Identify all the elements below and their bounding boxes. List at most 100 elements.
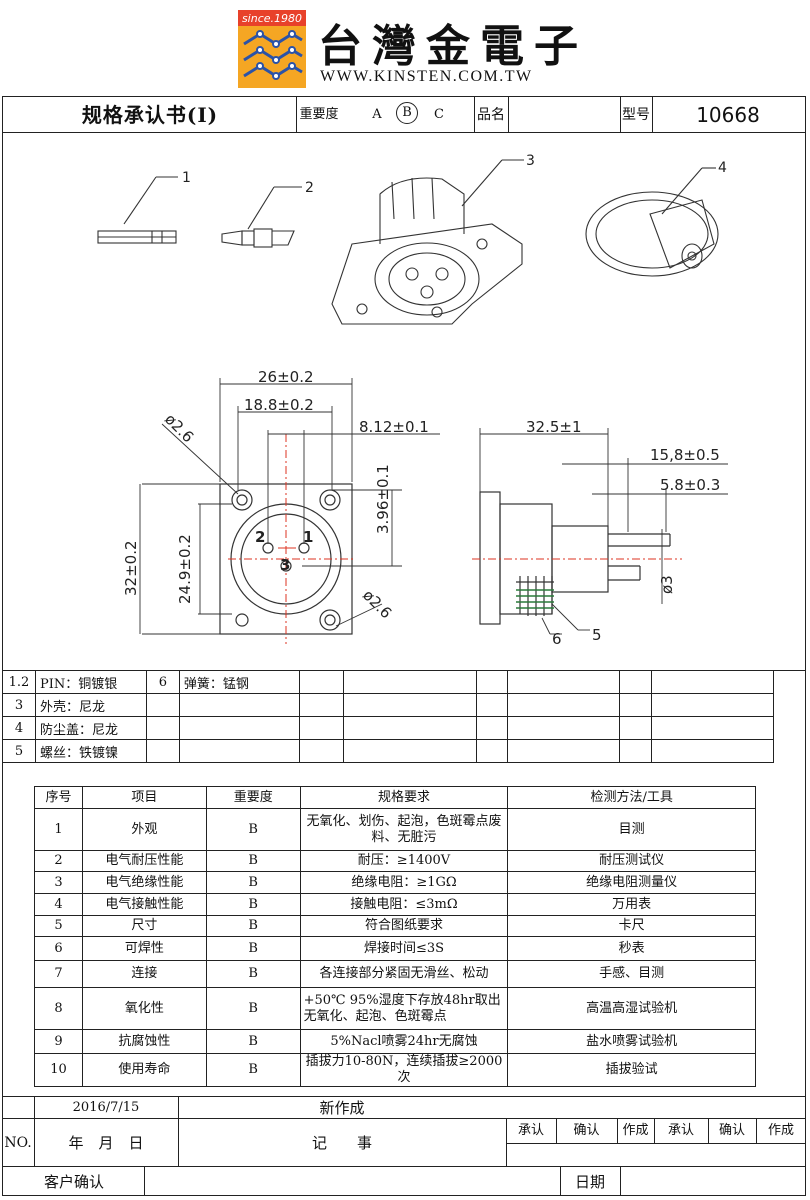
row-requirement: 焊接时间≤3S bbox=[299, 936, 509, 961]
material-text bbox=[178, 716, 300, 740]
row-method: 万用表 bbox=[507, 893, 756, 916]
material-text: 弹簧：锰钢 bbox=[178, 670, 300, 694]
model-value: 10668 bbox=[696, 102, 760, 127]
dim-32-5: 32.5±1 bbox=[526, 418, 582, 436]
row-requirement: 接触电阻：≤3mΩ bbox=[299, 893, 509, 916]
material-no: 5 bbox=[2, 739, 36, 763]
materials-table: 1.2 PIN：铜镀银 6 弹簧：锰钢 3 外壳：尼龙 4 防尘盖：尼龙 5 螺… bbox=[2, 670, 774, 763]
material-no: 4 bbox=[2, 716, 36, 740]
row-grade: B bbox=[205, 1053, 301, 1087]
part-4-dust-cap bbox=[585, 167, 719, 277]
callout-5: 5 bbox=[592, 626, 602, 644]
model-label: 型号 bbox=[622, 106, 650, 123]
sign-approve-1: 承认 bbox=[517, 1123, 544, 1138]
row-no: 3 bbox=[34, 871, 83, 894]
material-no: 3 bbox=[2, 693, 36, 717]
row-item: 电气绝缘性能 bbox=[81, 871, 207, 894]
spec-row: 1 外观 B 无氧化、划伤、起泡，色斑霉点废料、无脏污 目测 bbox=[34, 808, 756, 851]
document-frame bbox=[2, 96, 806, 1196]
document-title: 规格承认书(Ⅰ) bbox=[81, 102, 219, 127]
sign-make-2: 作成 bbox=[767, 1123, 794, 1138]
row-method: 卡尺 bbox=[507, 915, 756, 937]
row-item: 抗腐蚀性 bbox=[81, 1029, 207, 1054]
spec-row: 6 可焊性 B 焊接时间≤3S 秒表 bbox=[34, 936, 756, 961]
header-no: 序号 bbox=[34, 786, 83, 809]
row-grade: B bbox=[205, 893, 301, 916]
row-grade: B bbox=[205, 808, 301, 851]
dim-8-12: 8.12±0.1 bbox=[359, 418, 429, 436]
header-grade: 重要度 bbox=[205, 786, 301, 809]
material-text: PIN：铜镀银 bbox=[34, 670, 147, 694]
row-method: 手感、目测 bbox=[507, 960, 756, 988]
row-grade: B bbox=[205, 850, 301, 872]
row-method: 秒表 bbox=[507, 936, 756, 961]
row-item: 可焊性 bbox=[81, 936, 207, 961]
row-grade: B bbox=[205, 915, 301, 937]
spec-row: 2 电气耐压性能 B 耐压：≥1400V 耐压测试仪 bbox=[34, 850, 756, 872]
row-requirement: 5%Nacl喷雾24hr无腐蚀 bbox=[299, 1029, 509, 1054]
row-no: 8 bbox=[34, 987, 83, 1030]
dim-3-96: 3.96±0.1 bbox=[374, 464, 392, 534]
ymd-label: 年 月 日 bbox=[68, 1134, 144, 1152]
row-no: 1 bbox=[34, 808, 83, 851]
row-method: 耐压测试仪 bbox=[507, 850, 756, 872]
grade-a: A bbox=[372, 106, 382, 122]
pin-label-2: 2 bbox=[255, 528, 265, 546]
header-item: 项目 bbox=[81, 786, 207, 809]
dim-24-9: 24.9±0.2 bbox=[176, 534, 194, 604]
row-requirement: 各连接部分紧固无滑丝、松动 bbox=[299, 960, 509, 988]
part-1-pin bbox=[97, 176, 178, 244]
no-label: NO. bbox=[4, 1135, 32, 1151]
record-label: 记 事 bbox=[311, 1134, 372, 1152]
logo-since-text: since.1980 bbox=[242, 12, 302, 25]
callout-1: 1 bbox=[182, 170, 191, 186]
spec-row: 4 电气接触性能 B 接触电阻：≤3mΩ 万用表 bbox=[34, 893, 756, 916]
row-item: 连接 bbox=[81, 960, 207, 988]
spec-row: 8 氧化性 B +50℃ 95%湿度下存放48hr取出无氧化、起泡、色斑霉点 高… bbox=[34, 987, 756, 1030]
spec-row: 7 连接 B 各连接部分紧固无滑丝、松动 手感、目测 bbox=[34, 960, 756, 988]
company-website: WWW.KINSTEN.COM.TW bbox=[320, 68, 533, 85]
header-requirement: 规格要求 bbox=[299, 786, 509, 809]
sign-make-1: 作成 bbox=[622, 1123, 649, 1138]
row-requirement: 插拔力10-80N，连续插拔≥2000次 bbox=[299, 1053, 509, 1087]
material-text bbox=[178, 693, 300, 717]
row-no: 4 bbox=[34, 893, 83, 916]
row-grade: B bbox=[205, 987, 301, 1030]
part-2-pin bbox=[221, 186, 302, 248]
row-requirement: 耐压：≥1400V bbox=[299, 850, 509, 872]
pin-label-1: 1 bbox=[303, 528, 313, 546]
row-method: 插拔验试 bbox=[507, 1053, 756, 1087]
dim-15-8: 15,8±0.5 bbox=[650, 446, 720, 464]
grade-b-selected: B bbox=[396, 102, 418, 124]
row-item: 电气接触性能 bbox=[81, 893, 207, 916]
row-item: 氧化性 bbox=[81, 987, 207, 1030]
material-no: 1.2 bbox=[2, 670, 36, 694]
material-row: 1.2 PIN：铜镀银 6 弹簧：锰钢 bbox=[2, 670, 774, 694]
dim-dia-2-6-top: ø2.6 bbox=[161, 410, 197, 446]
dim-32: 32±0.2 bbox=[122, 540, 140, 596]
row-requirement: +50℃ 95%湿度下存放48hr取出无氧化、起泡、色斑霉点 bbox=[299, 987, 509, 1030]
importance-label: 重要度 bbox=[299, 106, 339, 122]
dim-26: 26±0.2 bbox=[258, 368, 314, 386]
spec-row: 10 使用寿命 B 插拔力10-80N，连续插拔≥2000次 插拔验试 bbox=[34, 1053, 756, 1087]
callout-6: 6 bbox=[552, 630, 562, 648]
callout-2: 2 bbox=[305, 180, 314, 196]
dim-5-8: 5.8±0.3 bbox=[660, 476, 720, 494]
spec-row: 9 抗腐蚀性 B 5%Nacl喷雾24hr无腐蚀 盐水喷雾试验机 bbox=[34, 1029, 756, 1054]
material-row: 5 螺丝：铁镀镍 bbox=[2, 739, 774, 763]
spec-table: 序号 项目 重要度 规格要求 检测方法/工具 1 外观 B 无氧化、划伤、起泡，… bbox=[34, 786, 756, 1087]
pin-label-3: 3 bbox=[280, 556, 290, 574]
sign-confirm-2: 确认 bbox=[718, 1123, 745, 1138]
revision-date: 2016/7/15 bbox=[72, 1099, 140, 1115]
grade-b: B bbox=[402, 105, 412, 120]
row-method: 高温高湿试验机 bbox=[507, 987, 756, 1030]
dim-dia-2-6-bottom: ø2.6 bbox=[359, 586, 395, 622]
material-no bbox=[145, 693, 180, 717]
row-grade: B bbox=[205, 960, 301, 988]
row-requirement: 绝缘电阻：≥1GΩ bbox=[299, 871, 509, 894]
material-text: 外壳：尼龙 bbox=[34, 693, 147, 717]
material-text: 螺丝：铁镀镍 bbox=[34, 739, 147, 763]
row-requirement: 符合图纸要求 bbox=[299, 915, 509, 937]
row-item: 电气耐压性能 bbox=[81, 850, 207, 872]
row-no: 2 bbox=[34, 850, 83, 872]
